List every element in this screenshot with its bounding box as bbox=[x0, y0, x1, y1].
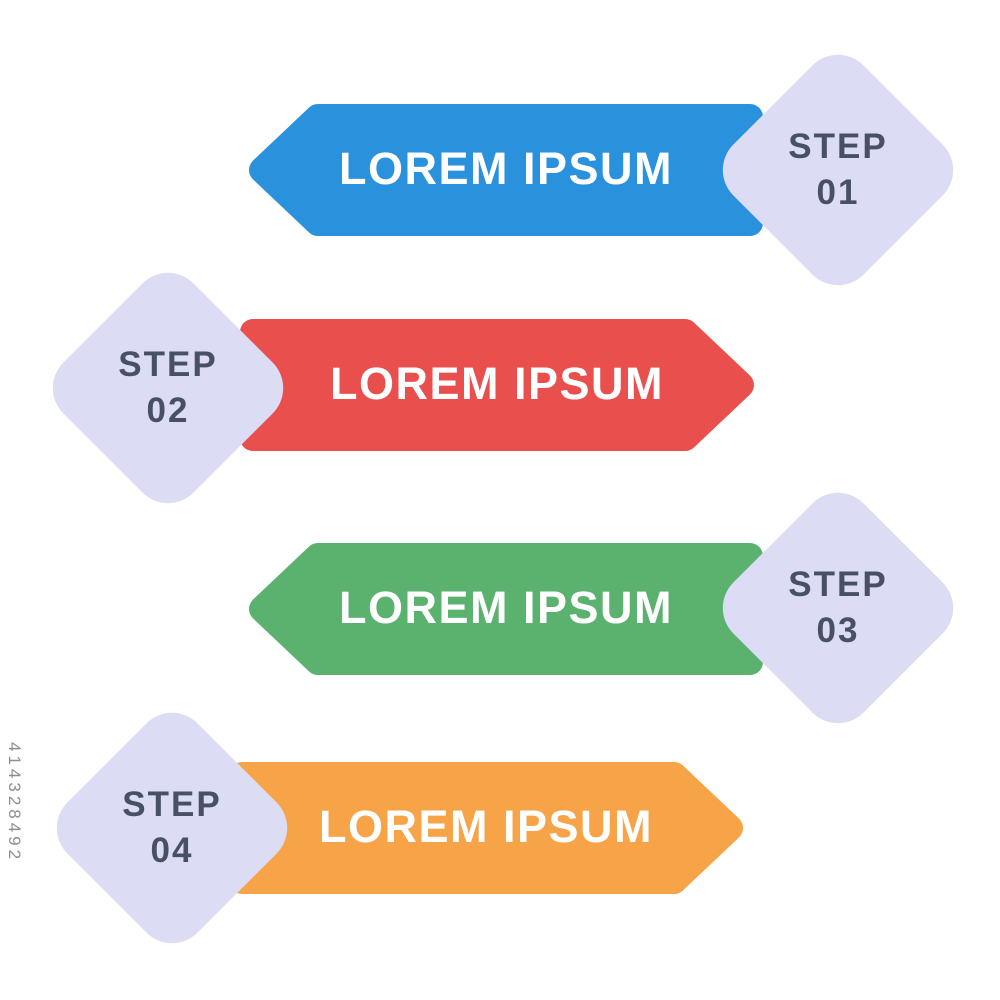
banner-title: LOREM IPSUM bbox=[318, 800, 653, 852]
step-banner-3: LOREM IPSUM bbox=[246, 540, 766, 678]
step-number: 03 bbox=[816, 611, 860, 650]
step-text: STEP 03 bbox=[788, 562, 887, 654]
step-label: STEP bbox=[788, 126, 888, 166]
banner-title: LOREM IPSUM bbox=[329, 357, 664, 409]
step-diamond-3: STEP 03 bbox=[707, 477, 969, 739]
step-text: STEP 04 bbox=[122, 782, 221, 874]
step-banner-2: LOREM IPSUM bbox=[237, 316, 757, 454]
step-banner-1: LOREM IPSUM bbox=[246, 101, 766, 239]
step-number: 01 bbox=[816, 173, 860, 212]
watermark-text: 414328492 bbox=[5, 742, 24, 864]
step-diamond-1: STEP 01 bbox=[707, 39, 969, 301]
step-diamond-2: STEP 02 bbox=[37, 257, 299, 519]
step-text: STEP 02 bbox=[118, 342, 217, 434]
step-label: STEP bbox=[118, 344, 218, 384]
step-banner-4: LOREM IPSUM bbox=[226, 759, 746, 897]
step-number: 04 bbox=[150, 831, 194, 870]
step-label: STEP bbox=[788, 564, 888, 604]
banner-title: LOREM IPSUM bbox=[338, 581, 673, 633]
step-text: STEP 01 bbox=[788, 124, 887, 216]
banner-title: LOREM IPSUM bbox=[338, 142, 673, 194]
step-diamond-4: STEP 04 bbox=[41, 697, 303, 959]
step-label: STEP bbox=[122, 784, 222, 824]
step-number: 02 bbox=[146, 391, 190, 430]
